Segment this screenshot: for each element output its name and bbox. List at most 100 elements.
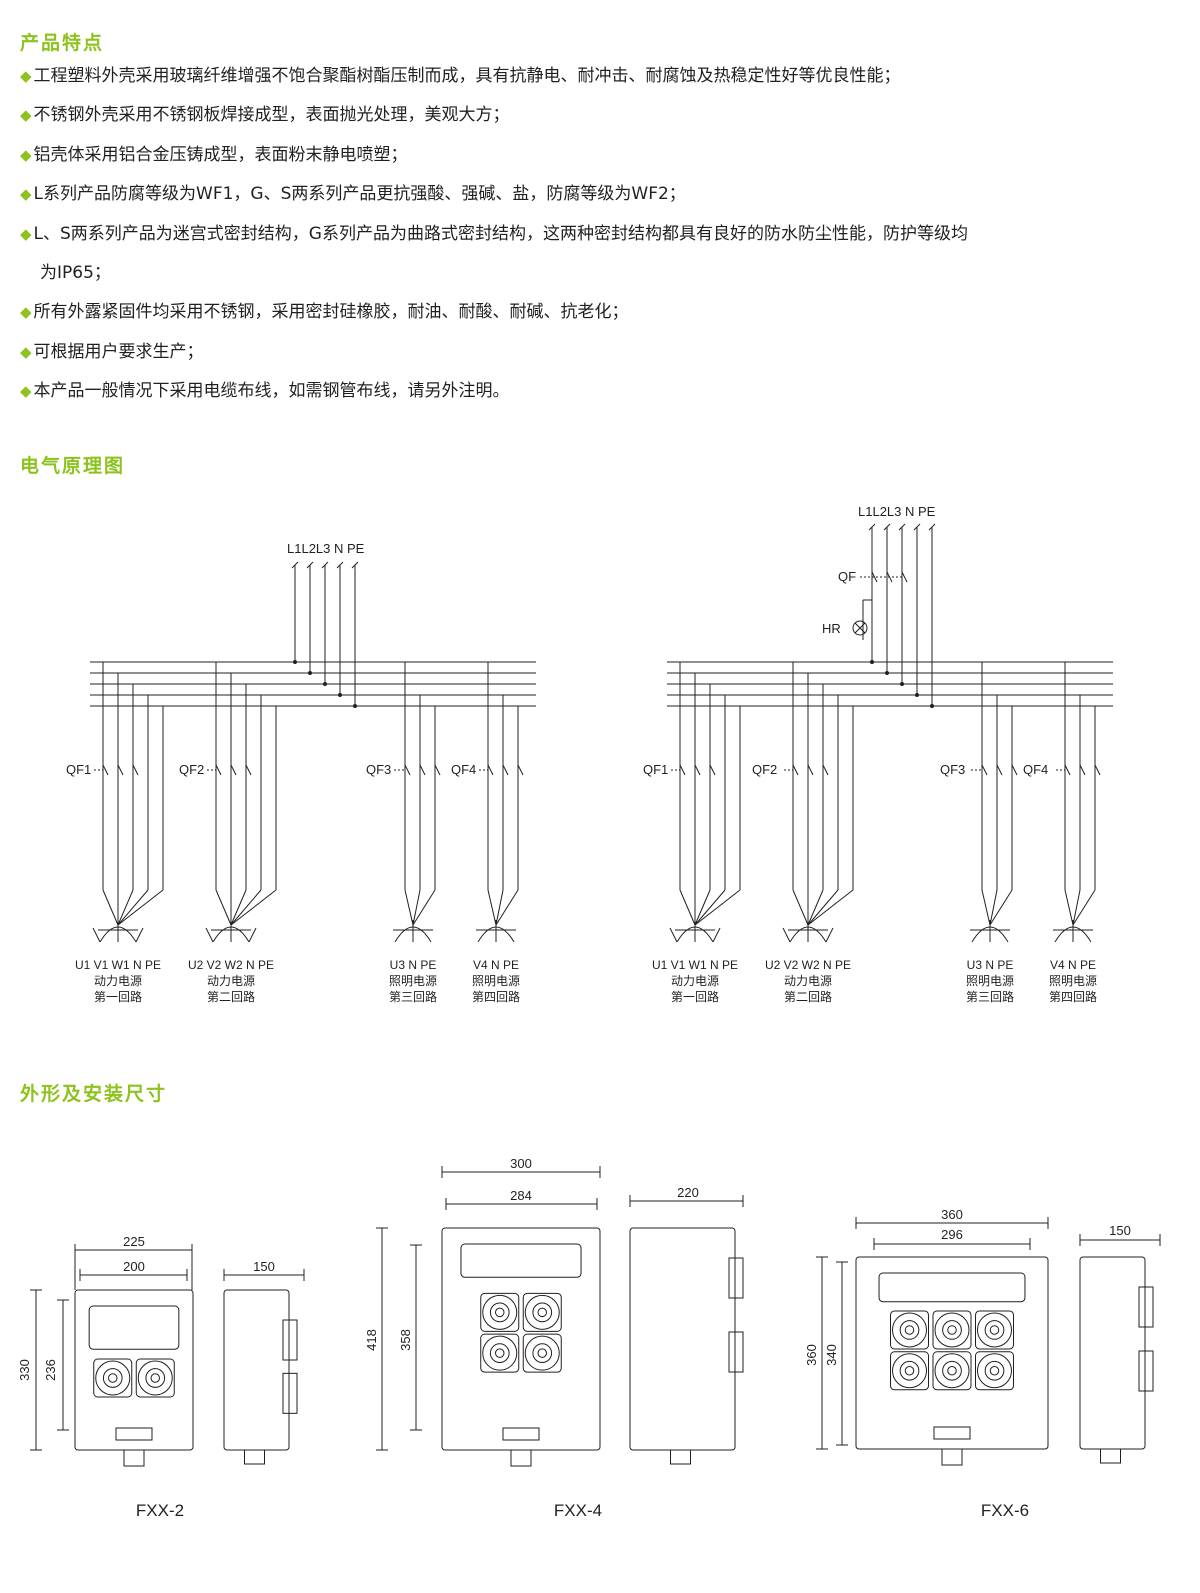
feature-text: 工程塑料外壳采用玻璃纤维增强不饱合聚酯树酯压制而成，具有抗静电、耐冲击、耐腐蚀及… xyxy=(33,66,901,86)
breaker-label: QF2 xyxy=(752,762,777,777)
socket-icon xyxy=(934,1312,970,1348)
branch-line xyxy=(807,889,854,926)
socket-symbol xyxy=(782,927,791,943)
circuit-loop: 第一回路 xyxy=(94,989,142,1004)
socket-icon xyxy=(934,1353,970,1389)
junction-dot xyxy=(930,704,934,708)
enclosure-front xyxy=(441,1227,601,1451)
breaker-label: QF4 xyxy=(451,762,476,777)
breaker-contact xyxy=(1094,764,1101,776)
socket-housing xyxy=(890,1310,929,1350)
socket-icon xyxy=(537,1307,547,1318)
diamond-icon: ◆ xyxy=(20,106,32,125)
diamond-icon: ◆ xyxy=(20,185,32,204)
dim-width: 225 xyxy=(123,1234,145,1249)
socket-housing xyxy=(975,1351,1014,1391)
feature-text: 可根据用户要求生产； xyxy=(33,341,204,362)
socket-icon xyxy=(145,1368,166,1388)
branch-line xyxy=(1072,889,1096,926)
branch-line xyxy=(230,889,262,926)
branch-line xyxy=(412,889,421,926)
cable-gland xyxy=(244,1449,265,1465)
terminal-label: U2 V2 W2 N PE xyxy=(188,958,274,972)
branch-line xyxy=(694,889,726,926)
window-panel xyxy=(88,1305,180,1350)
circuit-type: 照明电源 xyxy=(1049,974,1097,988)
circuit-loop: 第四回路 xyxy=(1049,989,1097,1004)
enclosure-side xyxy=(223,1289,290,1451)
feature-item: ◆不锈钢外壳采用不锈钢板焊接成型，表面抛光处理，美观大方； xyxy=(20,101,1180,140)
socket-icon xyxy=(495,1348,505,1358)
circuit-type: 照明电源 xyxy=(472,974,520,988)
feature-item: ◆L系列产品防腐等级为WF1，G、S两系列产品更抗强酸、强碱、盐，防腐等级为WF… xyxy=(20,180,1180,219)
breaker-contact xyxy=(871,571,878,583)
feature-item: ◆工程塑料外壳采用玻璃纤维增强不饱合聚酯树酯压制而成，具有抗静电、耐冲击、耐腐蚀… xyxy=(20,62,1180,101)
branch-line xyxy=(989,889,998,926)
socket-icon xyxy=(137,1360,173,1396)
breaker-contact xyxy=(132,764,139,776)
breaker-contact xyxy=(1011,764,1018,776)
enclosure-side xyxy=(629,1227,736,1451)
circuit-loop: 第二回路 xyxy=(207,989,255,1004)
junction-dot xyxy=(870,660,874,664)
branch-line xyxy=(679,889,696,926)
side-socket xyxy=(1138,1286,1154,1328)
socket-symbol xyxy=(712,927,721,943)
feature-item: ◆本产品一般情况下采用电缆布线，如需钢管布线，请另外注明。 xyxy=(20,377,1180,416)
socket-icon xyxy=(150,1373,160,1383)
socket-icon xyxy=(984,1320,1005,1340)
indicator-lamp-icon xyxy=(852,620,868,636)
terminal-label: U3 N PE xyxy=(967,958,1014,972)
junction-dot xyxy=(293,660,297,664)
socket-housing xyxy=(480,1333,520,1373)
dim-height: 418 xyxy=(364,1329,379,1351)
breaker-label: QF3 xyxy=(940,762,965,777)
branch-line xyxy=(495,889,504,926)
branch-line xyxy=(1072,889,1081,926)
socket-icon xyxy=(989,1366,1000,1376)
dimension-labels: 225 200 330 236 150 FXX-2 300 284 418 35… xyxy=(17,1156,1131,1520)
diamond-icon: ◆ xyxy=(20,342,32,361)
socket-housing xyxy=(93,1358,133,1398)
diamond-icon: ◆ xyxy=(20,382,32,401)
socket-icon xyxy=(947,1325,957,1335)
feature-item-continuation: 为IP65； xyxy=(40,262,111,283)
socket-icon xyxy=(95,1360,131,1396)
diamond-icon: ◆ xyxy=(20,303,32,322)
socket-icon xyxy=(942,1320,962,1340)
socket-housing xyxy=(975,1310,1014,1350)
socket-icon xyxy=(984,1360,1005,1381)
dim-mount-width: 296 xyxy=(941,1227,963,1242)
feature-text: 本产品一般情况下采用电缆布线，如需钢管布线，请另外注明。 xyxy=(33,381,510,402)
terminal-label: U2 V2 W2 N PE xyxy=(765,958,851,972)
socket-housing xyxy=(890,1351,929,1391)
breaker-contact xyxy=(709,764,716,776)
side-socket xyxy=(1138,1350,1154,1392)
cable-gland xyxy=(510,1449,532,1467)
indicator-label: HR xyxy=(822,621,841,636)
model-name: FXX-6 xyxy=(981,1501,1029,1520)
section-title-schematic: 电气原理图 xyxy=(20,455,126,477)
dim-width: 300 xyxy=(510,1156,532,1171)
nameplate xyxy=(115,1427,153,1441)
breaker-contact xyxy=(792,764,799,776)
side-socket xyxy=(728,1257,744,1299)
socket-icon xyxy=(102,1368,123,1388)
circuit-type: 动力电源 xyxy=(784,974,832,988)
schematic-right: L1L2L3 N PE QF HR QF1 QF2 QF3 QF4 U1 V1 … xyxy=(643,504,1097,1004)
breaker-contact xyxy=(807,764,814,776)
window-panel xyxy=(878,1272,1026,1303)
diamond-icon: ◆ xyxy=(20,67,32,85)
socket-housing xyxy=(932,1351,972,1391)
breaker-contact xyxy=(487,764,494,776)
circuit-loop: 第二回路 xyxy=(784,989,832,1004)
junction-dot xyxy=(915,693,919,697)
socket-icon xyxy=(482,1335,518,1371)
side-socket xyxy=(728,1331,744,1373)
side-socket xyxy=(282,1372,298,1414)
feature-list: ◆工程塑料外壳采用玻璃纤维增强不饱合聚酯树酯压制而成，具有抗静电、耐冲击、耐腐蚀… xyxy=(20,62,1180,417)
terminal-label: V4 N PE xyxy=(1050,958,1096,972)
terminal-label: U1 V1 W1 N PE xyxy=(652,958,738,972)
breaker-label: QF3 xyxy=(366,762,391,777)
